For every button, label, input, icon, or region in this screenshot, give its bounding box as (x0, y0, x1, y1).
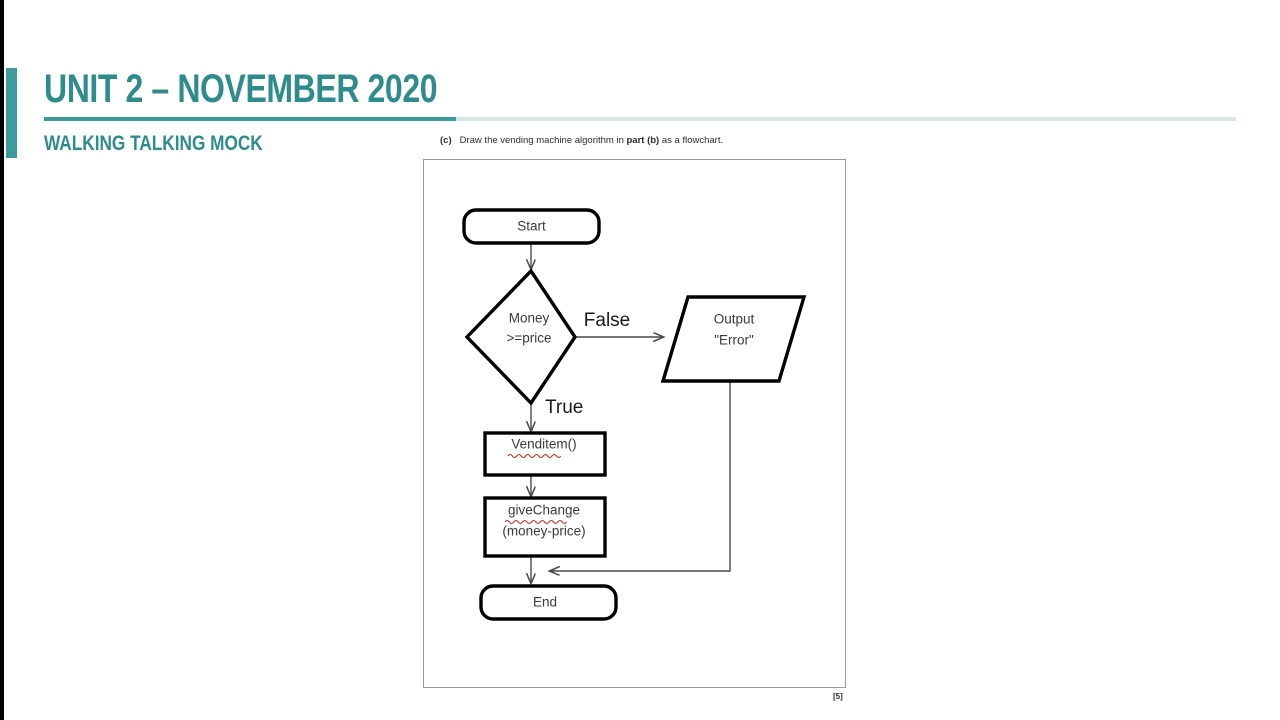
flow-node-decision-label-line1: Money (509, 311, 550, 326)
flow-node-start (462, 208, 601, 245)
marks-allocation: [5] (833, 692, 843, 701)
flow-node-decision (464, 268, 578, 406)
page-subtitle: Walking Talking Mock (44, 132, 263, 155)
flow-node-venditem-label: Venditem() (511, 437, 576, 452)
title-rule-strong (44, 117, 456, 121)
flow-node-givechange-label-line2: (money-price) (502, 524, 585, 539)
film-edge-left (0, 0, 4, 720)
edge-label-false: False (584, 310, 630, 331)
title-accent-bar (6, 68, 17, 158)
title-block: Unit 2 – November 2020 (44, 66, 744, 112)
edge-label-true: True (545, 397, 583, 418)
question-prompt: (c) Draw the vending machine algorithm in… (440, 134, 723, 147)
flow-node-givechange-label-line1: giveChange (508, 503, 580, 518)
spellcheck-underline-givechange (504, 519, 568, 525)
flow-node-givechange (483, 496, 607, 558)
spellcheck-underline-venditem (507, 453, 562, 459)
title-rule-light (44, 117, 1236, 121)
flow-node-output-label-line1: Output (714, 312, 755, 327)
page-title: Unit 2 – November 2020 (44, 67, 438, 111)
flowchart-diagram: Start Money >=price False True Output "E… (423, 159, 846, 688)
question-text-after: as a flowchart. (661, 135, 724, 146)
question-text-before: Draw the vending machine algorithm in (459, 135, 624, 146)
flow-node-end (479, 584, 618, 621)
flow-node-start-label: Start (517, 219, 546, 234)
flow-node-output (660, 295, 807, 383)
flow-node-end-label: End (533, 595, 557, 610)
flow-node-output-label-line2: "Error" (714, 333, 754, 348)
flow-node-decision-label-line2: >=price (506, 331, 551, 346)
edge-output-to-end (550, 381, 731, 571)
question-part-reference: part (b) (626, 135, 660, 146)
question-label: (c) (440, 135, 452, 146)
